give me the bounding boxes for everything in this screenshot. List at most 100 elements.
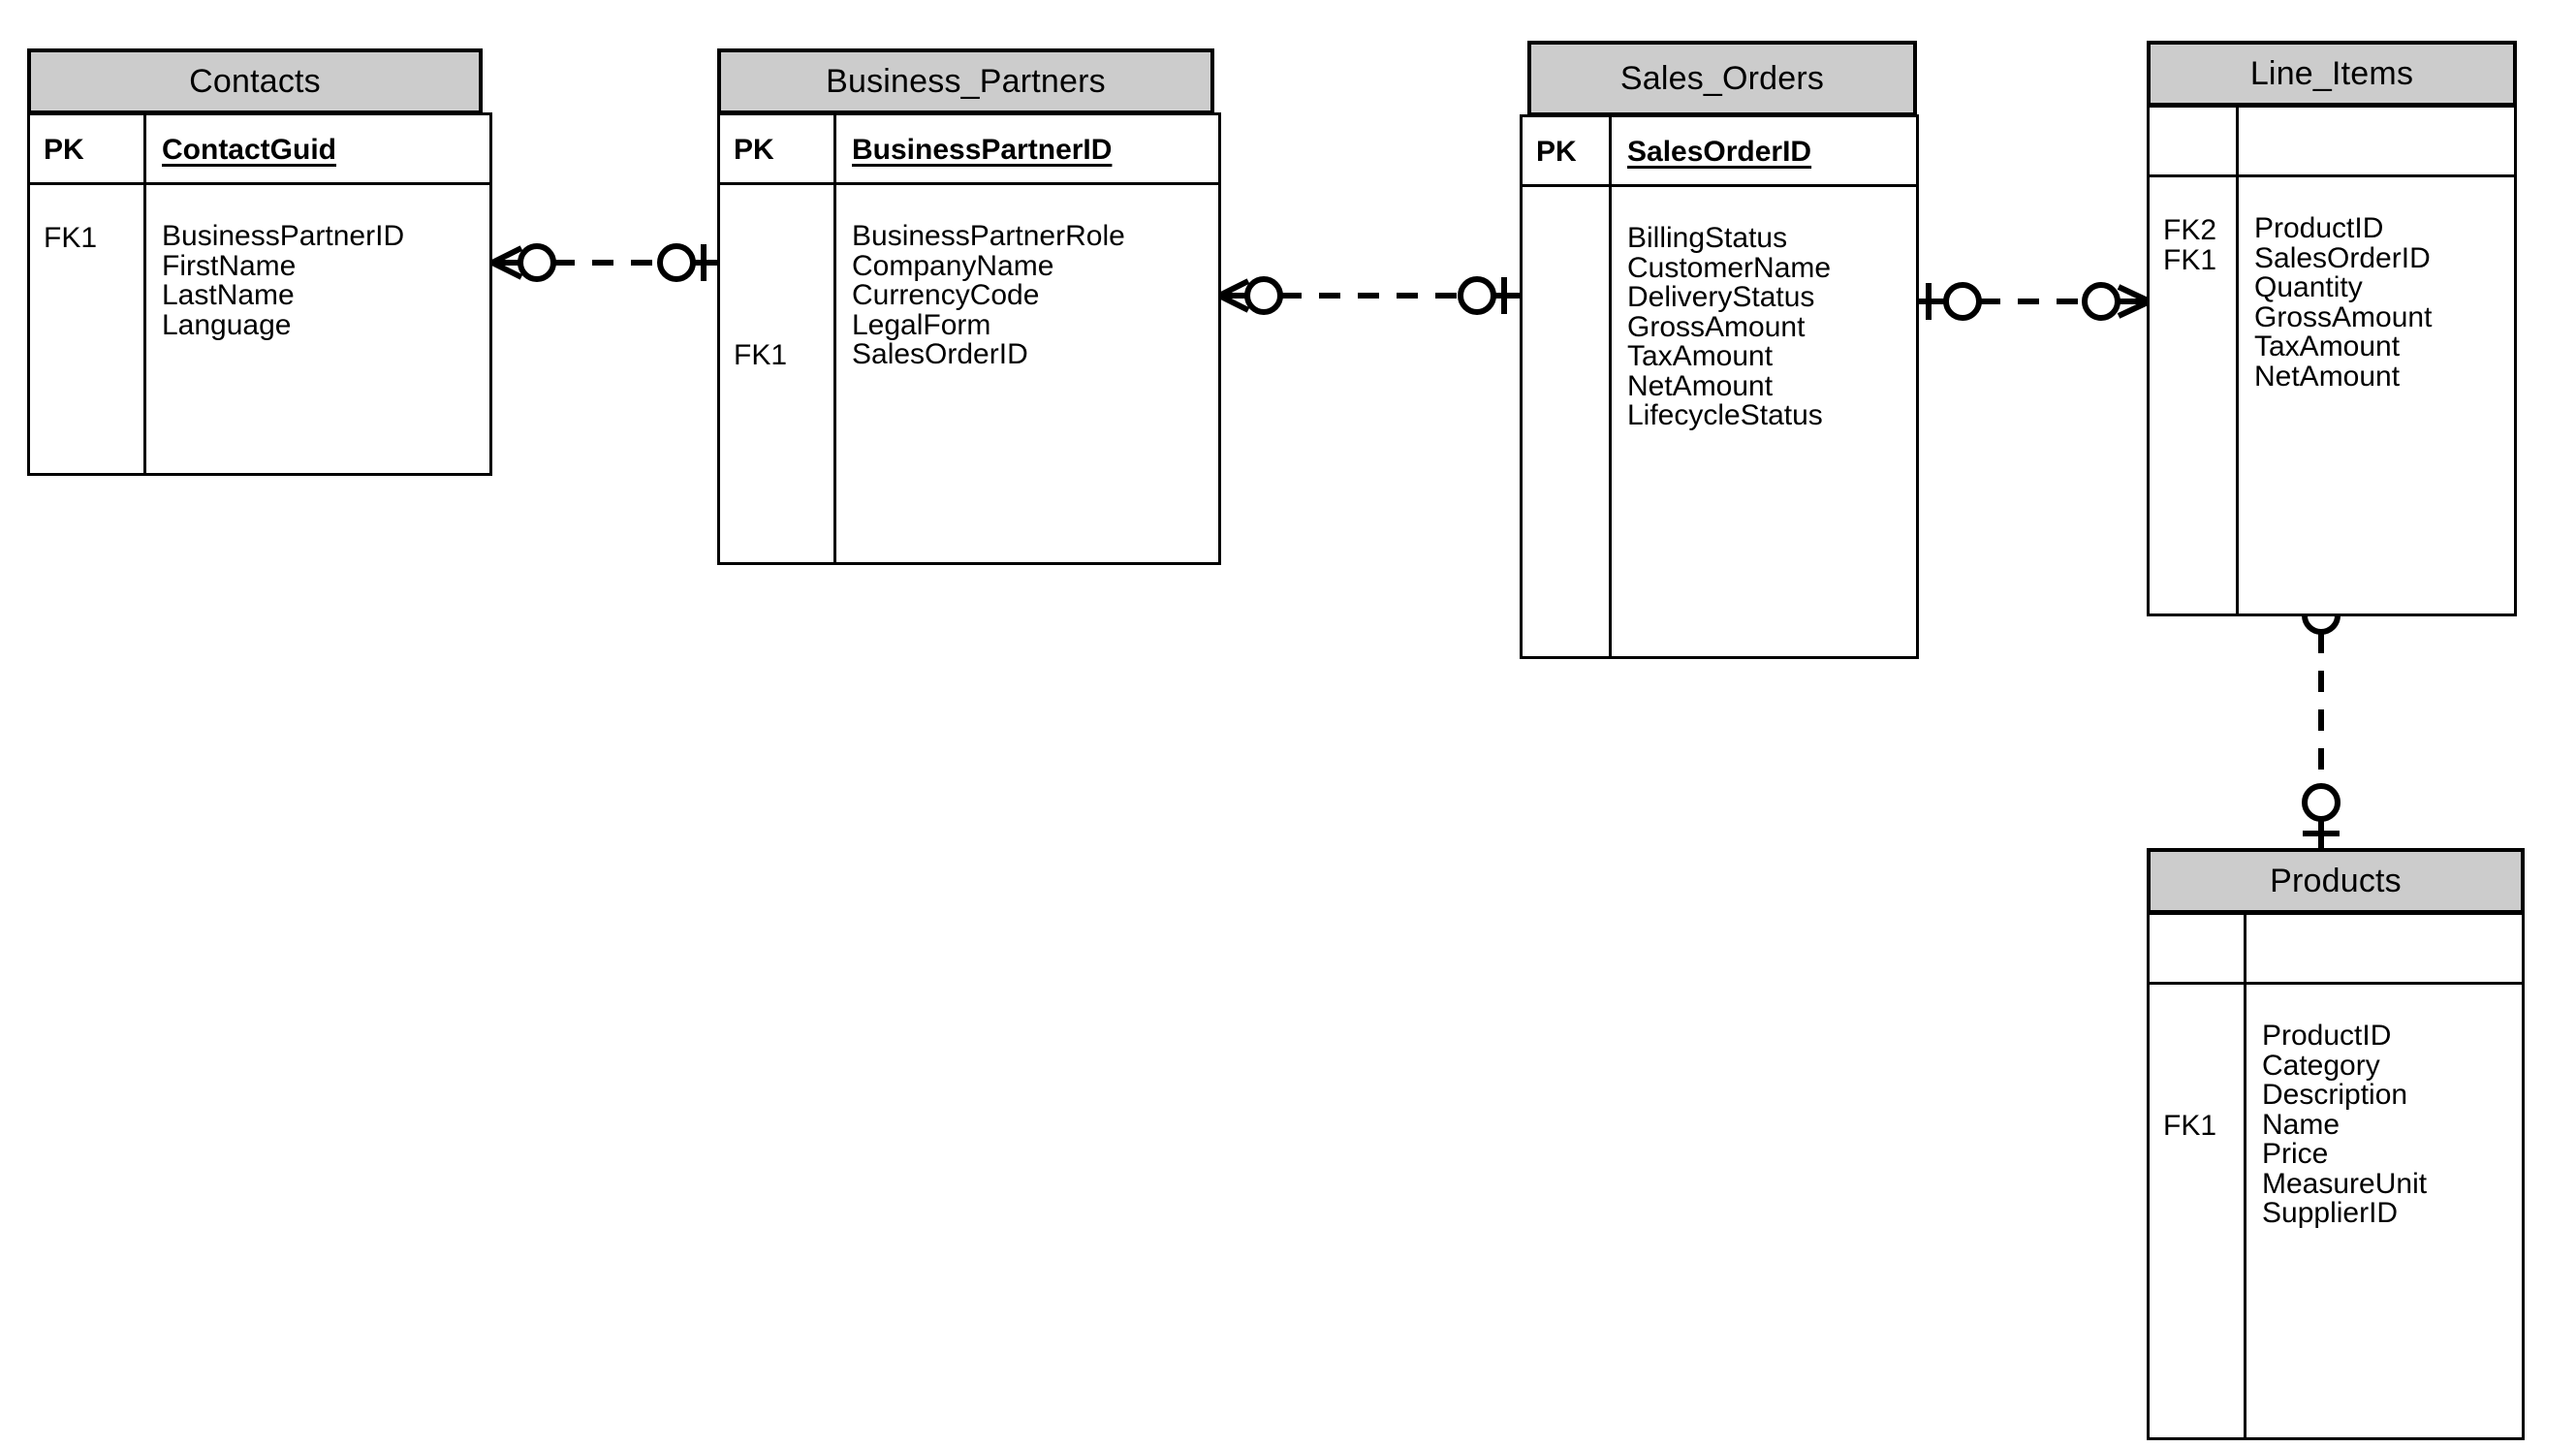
entity-line-items-header: Line_Items bbox=[2147, 41, 2517, 107]
relationship-business-partners-sales-orders[interactable] bbox=[1217, 254, 1522, 341]
attribute-row: LegalForm bbox=[852, 308, 991, 341]
entity-contacts-pk-field: ContactGuid bbox=[162, 134, 336, 166]
entity-business-partners-pk-label: PK bbox=[734, 134, 774, 166]
entity-business-partners-fk1-label: FK1 bbox=[734, 339, 788, 371]
entity-line-items-fk1-label: FK1 bbox=[2163, 243, 2217, 276]
entity-products-fk1-label: FK1 bbox=[2163, 1110, 2217, 1142]
entity-sales-orders-attr-section: BillingStatus CustomerName DeliveryStatu… bbox=[1523, 187, 1916, 656]
entity-products-attr-namecol: ProductID Category Description Name Pric… bbox=[2246, 985, 2522, 1437]
entity-business-partners-pk-field: BusinessPartnerID bbox=[852, 134, 1113, 166]
entity-sales-orders-pk-keycol: PK bbox=[1523, 117, 1612, 184]
entity-contacts-pk-namecol: ContactGuid bbox=[146, 115, 489, 182]
entity-products-attr-section: FK1 ProductID Category Description Name … bbox=[2150, 985, 2522, 1437]
entity-sales-orders-attribute-list: BillingStatus CustomerName DeliveryStatu… bbox=[1627, 222, 1832, 431]
entity-business-partners-attribute-list: BusinessPartnerRole CompanyName Currency… bbox=[852, 220, 1125, 370]
attribute-row: NetAmount bbox=[2254, 360, 2401, 393]
optional-circle-business-partners bbox=[657, 243, 696, 282]
entity-contacts-attribute-list: BusinessPartnerID FirstName LastName Lan… bbox=[162, 220, 405, 341]
entity-products-pk-row bbox=[2150, 915, 2522, 985]
entity-sales-orders-pk-label: PK bbox=[1536, 136, 1577, 168]
optional-circle-sales-orders bbox=[1943, 282, 1982, 321]
entity-products-pk-keycol bbox=[2150, 915, 2246, 982]
optional-circle-sales-orders bbox=[1458, 276, 1496, 315]
entity-products-pk-namecol bbox=[2246, 915, 2522, 982]
entity-sales-orders-pk-namecol: SalesOrderID bbox=[1612, 117, 1916, 184]
entity-line-items-attribute-list: ProductID SalesOrderID Quantity GrossAmo… bbox=[2254, 212, 2433, 393]
attribute-row: ProductID bbox=[2254, 212, 2384, 244]
entity-line-items-pk-row bbox=[2150, 108, 2514, 177]
attribute-row: CustomerName bbox=[1627, 251, 1832, 284]
attribute-row: DeliveryStatus bbox=[1627, 281, 1815, 313]
entity-business-partners-attr-section: FK1 BusinessPartnerRole CompanyName Curr… bbox=[720, 185, 1218, 562]
entity-business-partners-header: Business_Partners bbox=[717, 48, 1214, 114]
attribute-row: BusinessPartnerID bbox=[162, 220, 405, 252]
entity-line-items-body: FK2 FK1 ProductID SalesOrderID Quantity … bbox=[2147, 105, 2517, 616]
entity-contacts-fk-keycol: FK1 bbox=[30, 185, 146, 473]
attribute-row: Quantity bbox=[2254, 271, 2363, 303]
entity-line-items-title: Line_Items bbox=[2249, 54, 2414, 92]
entity-products[interactable]: Products FK1 ProductID Category bbox=[2147, 848, 2525, 1440]
entity-contacts-body: PK ContactGuid FK1 BusinessPartnerID Fir… bbox=[27, 112, 492, 476]
entity-contacts-header: Contacts bbox=[27, 48, 483, 114]
attribute-row: CompanyName bbox=[852, 249, 1054, 282]
attribute-row: SalesOrderID bbox=[852, 338, 1028, 370]
entity-sales-orders-pk-field: SalesOrderID bbox=[1627, 136, 1812, 168]
entity-contacts[interactable]: Contacts PK ContactGuid FK1 BusinessPart… bbox=[27, 48, 492, 476]
entity-sales-orders-body: PK SalesOrderID BillingStatus CustomerNa… bbox=[1520, 114, 1919, 659]
entity-line-items-fk-keycol: FK2 FK1 bbox=[2150, 177, 2239, 613]
crowfoot-many-business-partners bbox=[1217, 278, 1250, 313]
attribute-row: Name bbox=[2262, 1108, 2340, 1141]
attribute-row: Description bbox=[2262, 1079, 2408, 1111]
attribute-row: TaxAmount bbox=[1627, 340, 1774, 372]
attribute-row: BusinessPartnerRole bbox=[852, 220, 1125, 252]
optional-circle-products bbox=[2302, 783, 2340, 822]
attribute-row: FirstName bbox=[162, 249, 297, 282]
entity-line-items-pk-keycol bbox=[2150, 108, 2239, 174]
entity-line-items[interactable]: Line_Items FK2 FK1 ProductID bbox=[2147, 41, 2517, 616]
attribute-row: Language bbox=[162, 308, 292, 341]
attribute-row: Category bbox=[2262, 1049, 2380, 1082]
entity-sales-orders-title: Sales_Orders bbox=[1619, 59, 1825, 97]
entity-contacts-pk-row: PK ContactGuid bbox=[30, 115, 489, 185]
entity-line-items-fk2-label: FK2 bbox=[2163, 214, 2217, 246]
attribute-row: SalesOrderID bbox=[2254, 241, 2431, 274]
attribute-row: GrossAmount bbox=[2254, 300, 2433, 333]
entity-contacts-pk-label: PK bbox=[44, 134, 84, 166]
attribute-row: SupplierID bbox=[2262, 1197, 2399, 1229]
optional-circle-contacts bbox=[518, 243, 556, 282]
entity-line-items-attr-section: FK2 FK1 ProductID SalesOrderID Quantity … bbox=[2150, 177, 2514, 613]
entity-business-partners-body: PK BusinessPartnerID FK1 BusinessPartner… bbox=[717, 112, 1221, 565]
attribute-row: ProductID bbox=[2262, 1020, 2392, 1052]
attribute-row: NetAmount bbox=[1627, 369, 1774, 402]
entity-business-partners-pk-namecol: BusinessPartnerID bbox=[836, 115, 1218, 182]
entity-business-partners-fk-keycol: FK1 bbox=[720, 185, 836, 562]
attribute-row: GrossAmount bbox=[1627, 310, 1806, 343]
attribute-row: BillingStatus bbox=[1627, 222, 1788, 254]
entity-contacts-attr-namecol: BusinessPartnerID FirstName LastName Lan… bbox=[146, 185, 489, 473]
entity-products-attribute-list: ProductID Category Description Name Pric… bbox=[2262, 1020, 2428, 1229]
entity-sales-orders-pk-row: PK SalesOrderID bbox=[1523, 117, 1916, 187]
entity-business-partners-pk-row: PK BusinessPartnerID bbox=[720, 115, 1218, 185]
optional-circle-line-items bbox=[2082, 282, 2120, 321]
entity-sales-orders-header: Sales_Orders bbox=[1527, 41, 1917, 116]
attribute-row: MeasureUnit bbox=[2262, 1167, 2428, 1200]
attribute-row: LastName bbox=[162, 279, 295, 311]
entity-line-items-attr-namecol: ProductID SalesOrderID Quantity GrossAmo… bbox=[2239, 177, 2514, 613]
entity-business-partners-title: Business_Partners bbox=[826, 62, 1106, 100]
optional-circle-business-partners bbox=[1244, 276, 1283, 315]
attribute-row: TaxAmount bbox=[2254, 330, 2401, 362]
relationship-sales-orders-line-items[interactable] bbox=[1917, 260, 2152, 347]
crowfoot-many-contacts bbox=[490, 245, 523, 280]
entity-sales-orders[interactable]: Sales_Orders PK SalesOrderID BillingStat… bbox=[1520, 41, 1919, 659]
entity-business-partners[interactable]: Business_Partners PK BusinessPartnerID F… bbox=[717, 48, 1221, 565]
entity-products-fk-keycol: FK1 bbox=[2150, 985, 2246, 1437]
entity-products-header: Products bbox=[2147, 848, 2525, 914]
entity-contacts-attr-section: FK1 BusinessPartnerID FirstName LastName… bbox=[30, 185, 489, 473]
entity-business-partners-pk-keycol: PK bbox=[720, 115, 836, 182]
attribute-row: Price bbox=[2262, 1138, 2329, 1170]
entity-contacts-fk1-label: FK1 bbox=[44, 222, 98, 254]
crowfoot-many-line-items bbox=[2117, 284, 2152, 319]
relationship-contacts-business-partners[interactable] bbox=[490, 221, 721, 308]
entity-business-partners-attr-namecol: BusinessPartnerRole CompanyName Currency… bbox=[836, 185, 1218, 562]
entity-contacts-pk-keycol: PK bbox=[30, 115, 146, 182]
